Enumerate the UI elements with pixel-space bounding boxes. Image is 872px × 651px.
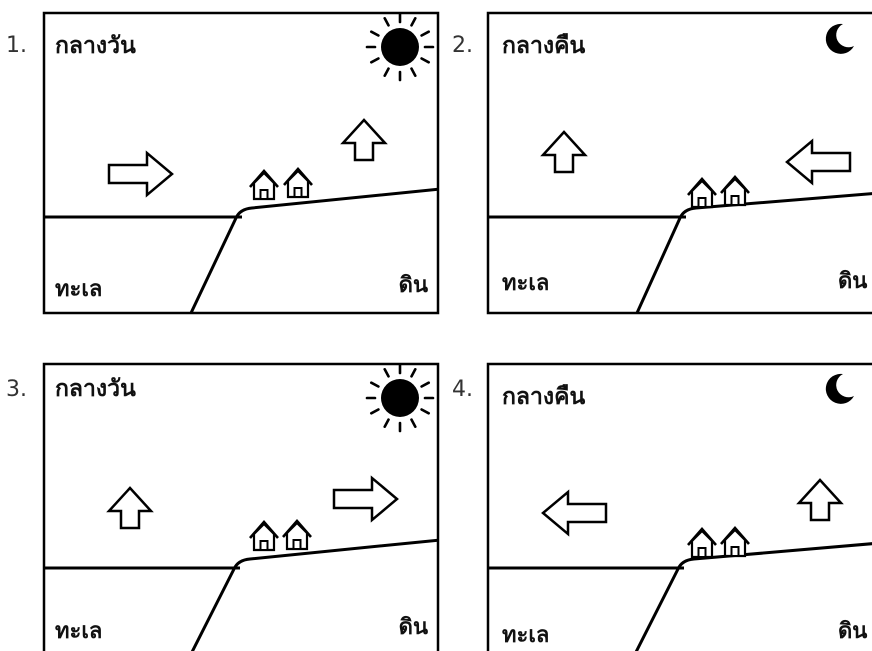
panel-2: 2. กลางคืน ทะเล ดิน: [452, 11, 872, 315]
coastline: [189, 187, 438, 313]
panel-title: กลางคืน: [502, 33, 586, 59]
land-label: ดิน: [399, 273, 428, 298]
panel-number: 2.: [452, 33, 473, 58]
panel-title: กลางวัน: [55, 376, 136, 402]
panel-frame: [42, 11, 440, 315]
panel-frame: [42, 362, 440, 651]
land-label: ดิน: [399, 615, 428, 640]
land-label: ดิน: [838, 619, 867, 644]
panel-title: กลางคืน: [502, 384, 586, 410]
sea-label: ทะเล: [502, 271, 549, 296]
panel-title: กลางวัน: [55, 33, 136, 59]
sea-label: ทะเล: [55, 277, 102, 302]
land-label: ดิน: [838, 269, 867, 294]
coastline: [190, 538, 438, 651]
sea-label: ทะเล: [502, 623, 549, 648]
panel-number: 1.: [6, 33, 27, 58]
panel-1: 1. กลางวัน ทะเล ดิน: [6, 11, 440, 315]
sea-label: ทะเล: [55, 619, 102, 644]
panel-4: 4. กลางคืน ทะเล ดิน: [452, 362, 872, 651]
panel-number: 4.: [452, 377, 473, 402]
panel-3: 3. กลางวัน ทะเล ดิน: [6, 362, 440, 651]
panel-number: 3.: [6, 377, 27, 402]
panel-frame: [486, 11, 872, 315]
panel-frame: [486, 362, 872, 651]
coastline: [634, 542, 872, 651]
